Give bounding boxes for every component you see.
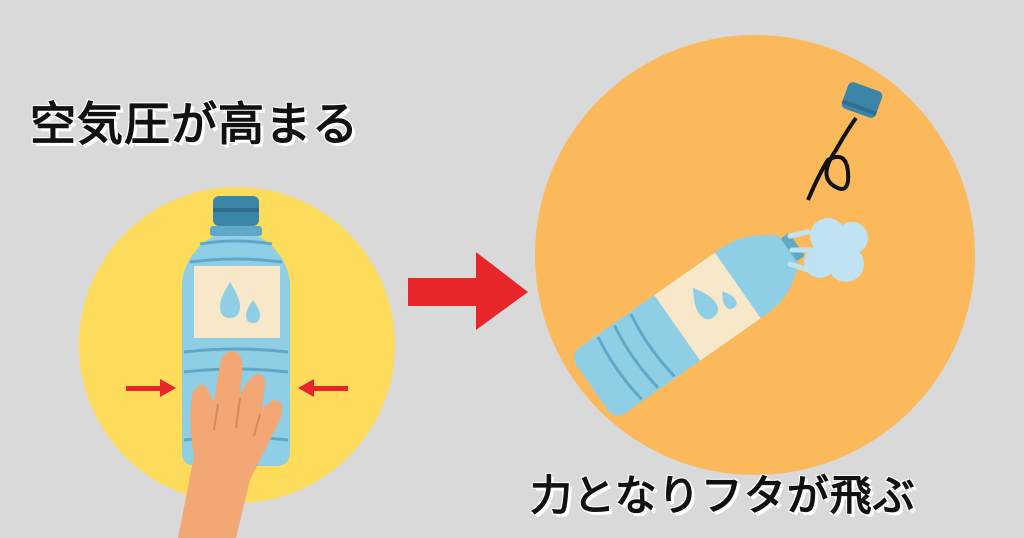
right-caption: 力となりフタが飛ぶ xyxy=(530,471,916,520)
motion-line xyxy=(806,116,858,201)
air-puff-icon xyxy=(787,218,868,282)
droplet-icon xyxy=(220,282,240,318)
bottle-cap-icon xyxy=(841,82,883,118)
droplet-icon xyxy=(246,300,260,323)
water-bottle-icon xyxy=(573,233,805,416)
droplet-icon xyxy=(722,291,737,310)
squeeze-arrows xyxy=(126,379,348,397)
arrow-right-icon xyxy=(408,252,528,330)
droplet-icon xyxy=(692,287,719,320)
arrow-left-icon xyxy=(298,379,348,397)
hand-icon xyxy=(178,351,283,538)
left-caption: 空気圧が高まる xyxy=(30,97,359,151)
arrow-right-icon xyxy=(126,379,176,397)
